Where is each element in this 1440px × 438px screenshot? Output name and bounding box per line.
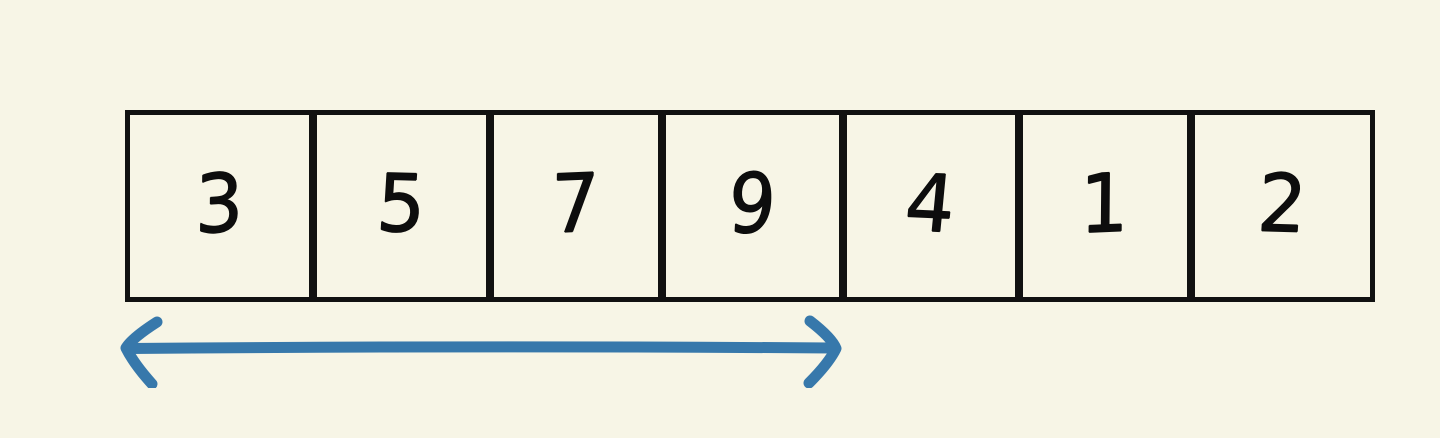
array-cell-value: 5 xyxy=(373,156,429,251)
array-cell[interactable]: 9 xyxy=(660,110,844,302)
array-cell[interactable]: 5 xyxy=(311,110,491,302)
array-cell-value: 4 xyxy=(901,156,960,251)
arrow-shaft xyxy=(124,341,838,354)
array-cell[interactable]: 7 xyxy=(488,110,663,302)
array-cell[interactable]: 4 xyxy=(841,110,1020,302)
arrow-head-right xyxy=(803,315,842,388)
array-cell-value: 9 xyxy=(725,154,779,253)
array-cell-value: 3 xyxy=(194,154,244,253)
range-span-arrow xyxy=(110,308,850,388)
array-cell-value: 2 xyxy=(1254,156,1310,251)
arrow-head-left xyxy=(120,316,163,388)
array-cell[interactable]: 3 xyxy=(124,110,314,302)
array-cell-value: 1 xyxy=(1079,155,1130,252)
array-cells: 3 5 7 9 4 1 2 xyxy=(124,110,1377,302)
range-span-arrow-svg xyxy=(120,315,842,388)
array-cell-value: 7 xyxy=(550,155,601,252)
array-cell[interactable]: 1 xyxy=(1017,110,1192,302)
array-cell[interactable]: 2 xyxy=(1189,110,1375,302)
